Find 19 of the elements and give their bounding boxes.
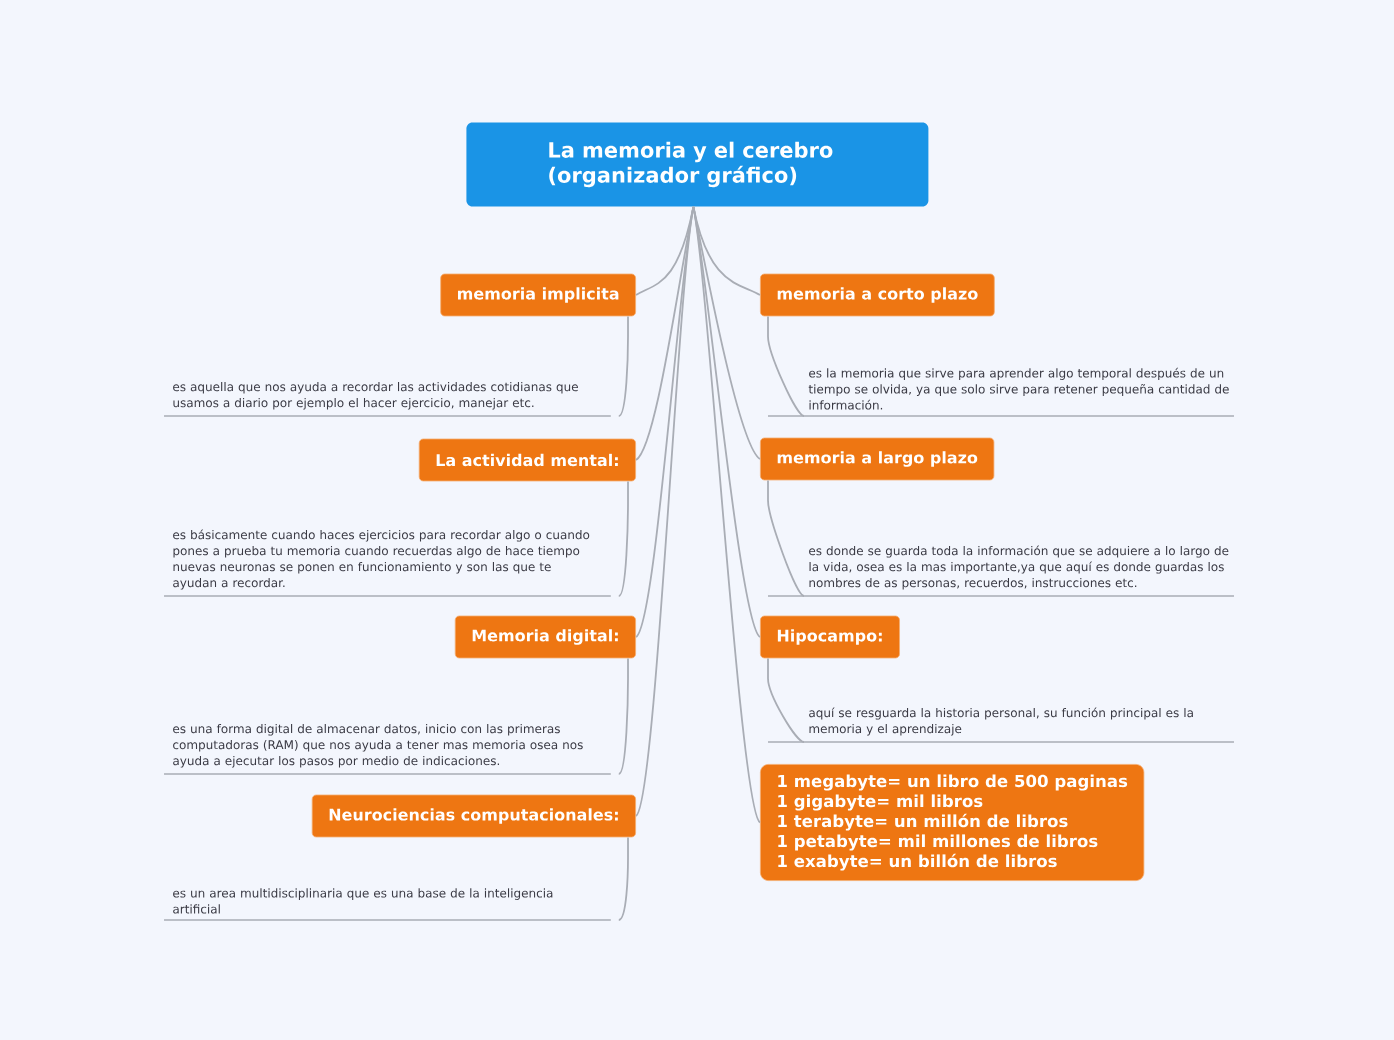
topic-box: memoria a largo plazo [760, 437, 995, 481]
topic-box: Hipocampo: [760, 615, 900, 659]
connector-line [617, 836, 629, 921]
topic-box: memoria a corto plazo [760, 273, 995, 317]
connector-line [692, 205, 761, 824]
connector-line [617, 657, 629, 775]
connector-line [767, 657, 805, 743]
topic-box: Memoria digital: [454, 615, 636, 659]
connector-line [617, 480, 629, 597]
connector-line [635, 205, 695, 817]
connector-line [767, 315, 805, 417]
topic-box: 1 megabyte= un libro de 500 paginas 1 gigabyte= mil libros 1 terabyte= un millón de libros 1 petabyte= mil millones de libros 1 exabyte= un billón de libros [760, 764, 1145, 881]
topic-box: memoria implicita [440, 273, 636, 317]
connector-line [617, 315, 629, 417]
connector-line [635, 205, 695, 296]
title-box: La memoria y el cerebro (organizador gráfico) [466, 122, 929, 207]
topic-box: Neurociencias computacionales: [311, 794, 636, 838]
connector-line [767, 479, 805, 597]
topic-box: La actividad mental: [418, 438, 636, 482]
